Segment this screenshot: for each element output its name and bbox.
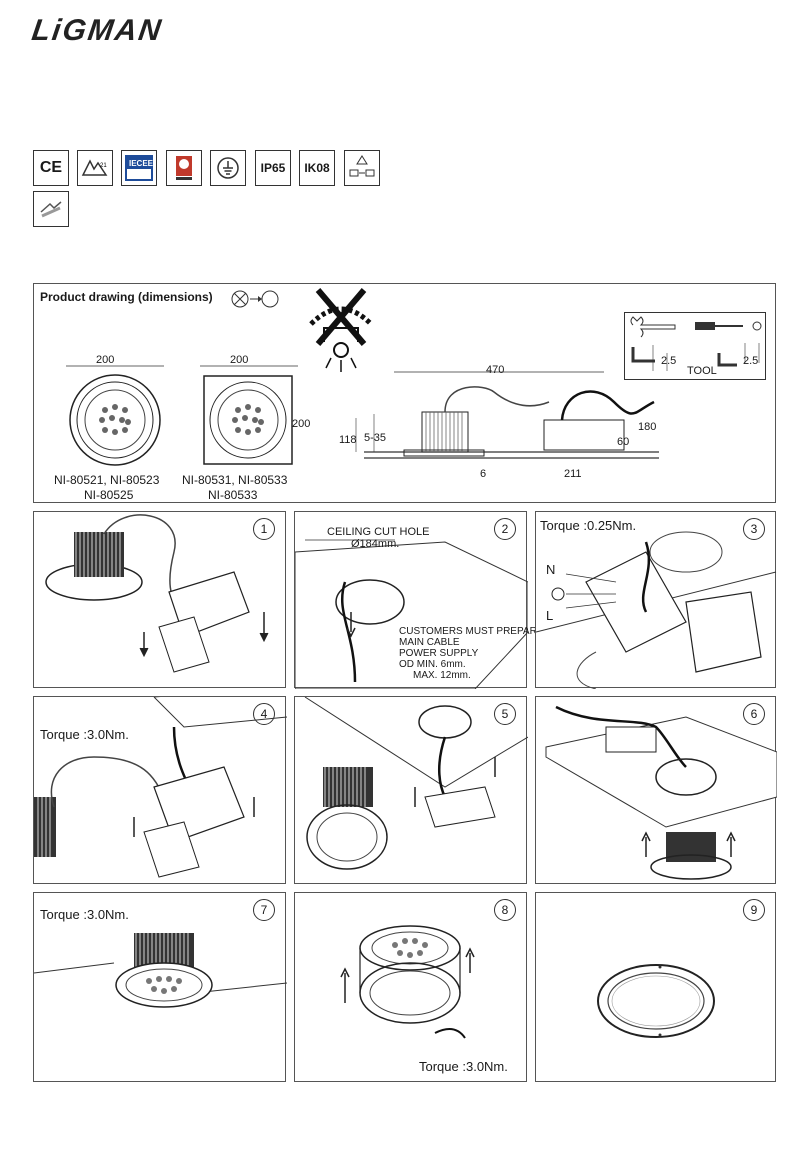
cut-hole-title: CEILING CUT HOLE <box>327 526 430 538</box>
step-4-panel: 4 Torque :3.0Nm. <box>33 696 287 884</box>
iecee-cb-icon: IECEE <box>121 150 157 186</box>
round-models-line1: NI-80521, NI-80523 <box>54 473 160 487</box>
side-length-dim: 470 <box>486 364 505 376</box>
square-fixture-drawing <box>200 365 298 465</box>
step-6-number: 6 <box>743 703 765 725</box>
lamp-replace-icon <box>231 290 279 308</box>
round-width-dim: 200 <box>96 354 115 366</box>
step-5-panel: 5 <box>294 696 528 884</box>
dim-211: 211 <box>564 468 582 480</box>
dim-5-35: 5-35 <box>364 432 387 444</box>
step-3-number: 3 <box>743 518 765 540</box>
cut-hole-diameter: Ø184mm. <box>351 538 400 550</box>
dim-60: 60 <box>617 436 630 448</box>
customer-note-2: MAIN CABLE <box>399 637 460 648</box>
tool-size-2: 2.5 <box>743 355 759 367</box>
step-2-panel: 2 CEILING CUT HOLE Ø184mm. CUSTOMERS MUS… <box>294 511 543 689</box>
step-2-number: 2 <box>494 518 516 540</box>
luminaire-symbol-icon <box>33 191 69 227</box>
brand-logo: LiGMAN <box>29 14 165 47</box>
tool-box: 2.5 2.5 TOOL <box>624 312 766 380</box>
step-3-torque: Torque :0.25Nm. <box>540 518 637 533</box>
customer-note-5: MAX. 12mm. <box>413 670 471 681</box>
svg-text:21: 21 <box>100 163 107 169</box>
step-1-panel: 1 <box>33 511 286 688</box>
step-8-panel: 8 Torque :3.0Nm. <box>294 892 527 1082</box>
step-8-torque: Torque :3.0Nm. <box>419 1059 508 1074</box>
dim-118: 118 <box>339 434 357 446</box>
step-3-panel: 3 Torque :0.25Nm. N L <box>535 511 777 689</box>
ik08-icon: IK08 <box>299 150 335 186</box>
ce-label: CE <box>39 159 63 176</box>
dim-6: 6 <box>480 468 487 480</box>
step-4-torque: Torque :3.0Nm. <box>40 727 129 742</box>
ip65-icon: IP65 <box>255 150 291 186</box>
do-not-cover-warning-icon <box>309 288 373 372</box>
step-8-number: 8 <box>494 899 516 921</box>
quality-mark-icon <box>166 150 202 186</box>
customer-note-1: CUSTOMERS MUST PREPARE <box>399 626 544 637</box>
side-height-dim: 180 <box>638 421 657 433</box>
ip65-label: IP65 <box>260 161 286 175</box>
tool-size-1: 2.5 <box>661 355 677 367</box>
wire-l-label: L <box>546 608 554 623</box>
step-1-number: 1 <box>253 518 275 540</box>
step-7-panel: 7 Torque :3.0Nm. <box>33 892 287 1082</box>
ik08-label: IK08 <box>304 161 330 175</box>
square-height-dim: 200 <box>292 418 311 430</box>
side-view-drawing <box>355 371 659 459</box>
step-6-panel: 6 <box>535 696 777 884</box>
step-9-panel: 9 <box>535 892 776 1082</box>
class-marking-icon: 21 <box>77 150 113 186</box>
tool-label: TOOL <box>687 365 717 377</box>
earth-ground-icon <box>210 150 246 186</box>
wire-n-label: N <box>546 562 556 577</box>
step-5-number: 5 <box>494 703 516 725</box>
step-7-torque: Torque :3.0Nm. <box>40 907 129 922</box>
square-models-line1: NI-80531, NI-80533 <box>182 473 288 487</box>
square-models-line2: NI-80533 <box>208 488 258 502</box>
step-7-number: 7 <box>253 899 275 921</box>
driver-symbol-icon <box>344 150 380 186</box>
customer-note-3: POWER SUPPLY <box>399 648 479 659</box>
square-width-dim: 200 <box>230 354 249 366</box>
svg-text:IECEE: IECEE <box>129 159 154 168</box>
customer-note-4: OD MIN. 6mm. <box>399 659 466 670</box>
round-fixture-drawing <box>66 365 164 466</box>
drawing-title: Product drawing (dimensions) <box>40 290 213 304</box>
round-models-line2: NI-80525 <box>84 488 134 502</box>
ce-mark-icon: CE <box>33 150 69 186</box>
step-9-number: 9 <box>743 899 765 921</box>
product-drawing-panel: Product drawing (dimensions) 2.5 2.5 TOO… <box>33 283 776 503</box>
